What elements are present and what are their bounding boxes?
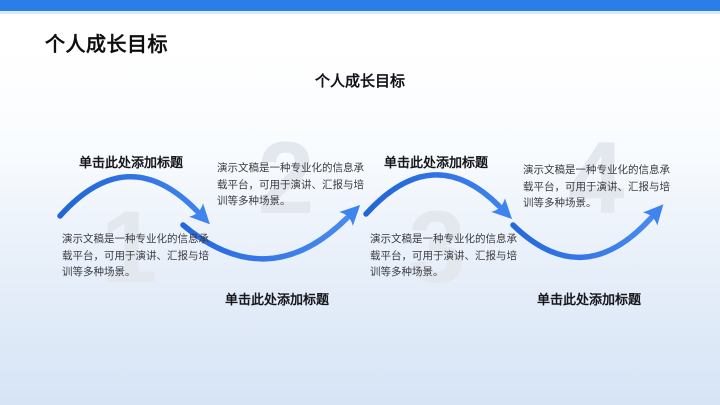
- slide-subtitle: 个人成长目标: [314, 73, 405, 90]
- step-3-body-text[interactable]: 演示文稿是一种专业化的信息承载平台，可用于演讲、汇报与培训等多种场景。: [370, 233, 517, 278]
- wave-arc-1: [57, 174, 210, 225]
- wave-arc-2: [180, 205, 361, 262]
- ghost-number-2: 2: [257, 121, 315, 235]
- step-4-body-text[interactable]: 演示文稿是一种专业化的信息承载平台，可用于演讲、汇报与培训等多种场景。: [523, 164, 670, 209]
- wave-arc-3: [363, 172, 513, 220]
- page-title: 个人成长目标: [45, 34, 168, 56]
- step-3-title-placeholder[interactable]: 单击此处添加标题: [383, 155, 489, 170]
- ghost-number-1: 1: [100, 190, 158, 304]
- step-2-title-placeholder[interactable]: 单击此处添加标题: [224, 292, 330, 307]
- step-1-title-placeholder[interactable]: 单击此处添加标题: [78, 155, 184, 170]
- ghost-number-3: 3: [408, 190, 466, 304]
- ghost-number-4: 4: [567, 121, 625, 235]
- step-4-title-placeholder[interactable]: 单击此处添加标题: [536, 292, 642, 307]
- top-accent-bar: [0, 0, 720, 14]
- step-2-body-text[interactable]: 演示文稿是一种专业化的信息承载平台，可用于演讲、汇报与培训等多种场景。: [217, 162, 364, 207]
- step-1-body-text[interactable]: 演示文稿是一种专业化的信息承载平台，可用于演讲、汇报与培训等多种场景。: [62, 233, 209, 278]
- wave-arc-4: [510, 204, 664, 260]
